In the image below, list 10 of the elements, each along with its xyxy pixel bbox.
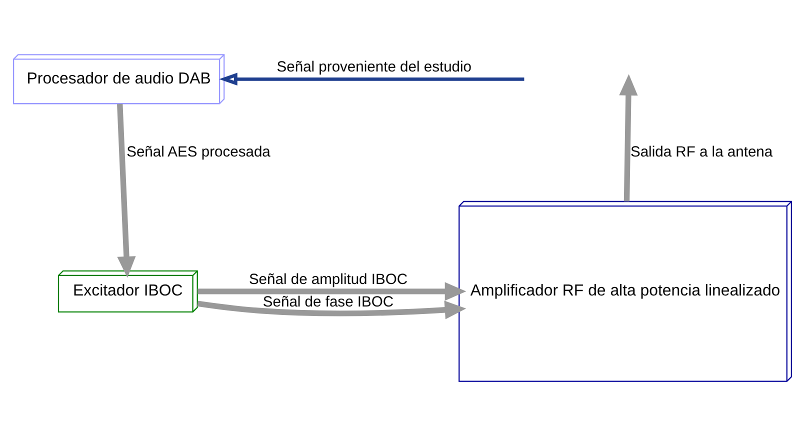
arrow [218, 72, 524, 86]
edge-label: Señal AES procesada [126, 144, 270, 160]
arrow [196, 300, 466, 320]
arrow [116, 104, 136, 278]
arrow [618, 74, 638, 202]
edge-label: Señal de fase IBOC [262, 294, 394, 311]
edge-label: Señal proveniente del estudio [276, 60, 472, 76]
arrow [197, 282, 466, 301]
edge-label: Salida RF a la antena [630, 144, 772, 160]
edge-label: Señal de amplitud IBOC [248, 272, 408, 288]
